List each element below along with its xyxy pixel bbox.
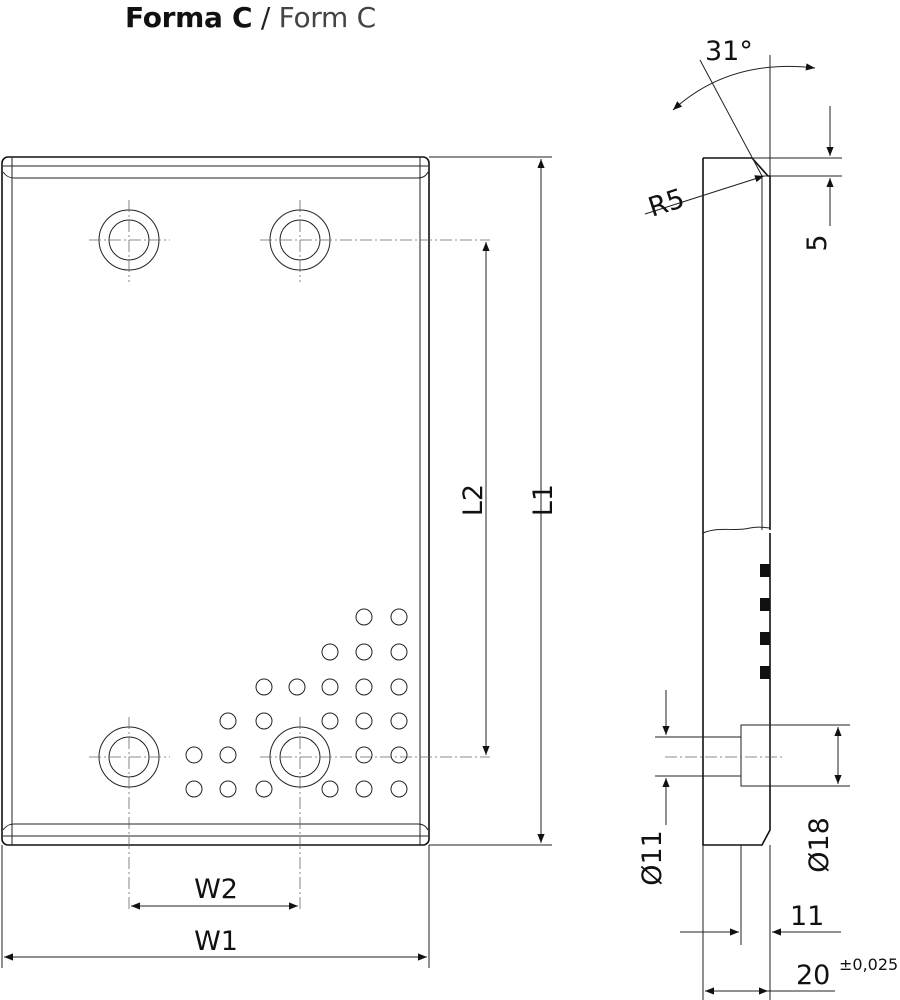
label-counterbore-diameter: Ø18: [804, 817, 835, 873]
label-thickness-tolerance: ±0,025: [839, 955, 898, 974]
dimension-l2: L2: [458, 242, 490, 755]
plate-outline: [1, 156, 430, 846]
dimension-radius: R5: [645, 175, 765, 224]
label-w1: W1: [194, 926, 238, 957]
dimension-w2: W2: [131, 874, 298, 910]
dimension-chamfer-height: 5: [752, 106, 842, 252]
front-view: L1 L2 W2 W1: [1, 156, 559, 968]
plate-edge-top: [11, 157, 421, 845]
plate-bevel-lines: [2, 171, 429, 831]
dimension-thickness: 20 ±0,025: [705, 955, 898, 995]
label-l2: L2: [458, 484, 489, 516]
lubrication-pockets: [185, 608, 408, 798]
title-separator: /: [260, 1, 271, 34]
label-angle: 31°: [705, 36, 753, 67]
dimension-counterbore: Ø18: [770, 724, 850, 873]
mounting-hole-top-right: [260, 200, 490, 282]
dimension-bore: Ø11: [637, 690, 703, 886]
drawing-title: Forma C / Form C: [125, 1, 376, 34]
title-light: Form C: [278, 1, 376, 34]
side-body-lower: [702, 533, 771, 846]
mounting-hole-bottom-right: [260, 717, 490, 912]
side-view: 31° R5 5 Ø11 Ø18: [637, 36, 898, 1000]
mounting-hole-bottom-left: [89, 717, 170, 912]
side-body-upper: [702, 157, 771, 533]
break-line: [702, 526, 771, 534]
label-l1: L1: [528, 484, 559, 516]
plate-bevel-lines-inner: [3, 165, 428, 837]
dimension-l1: L1: [429, 156, 559, 846]
label-w2: W2: [194, 874, 238, 905]
label-radius: R5: [645, 183, 689, 224]
dimension-angle: 31°: [672, 36, 816, 177]
dimension-counterbore-depth: 11: [680, 845, 841, 1000]
counterbore-section: [703, 724, 771, 787]
label-bore-diameter: Ø11: [637, 830, 668, 886]
label-chamfer-height: 5: [802, 234, 833, 251]
label-thickness: 20: [796, 960, 830, 991]
dimension-w1: W1: [1, 845, 430, 968]
side-grease-pockets: [760, 564, 770, 679]
title-bold: Forma C: [125, 1, 253, 34]
label-counterbore-depth: 11: [790, 901, 824, 932]
mounting-hole-top-left: [89, 200, 170, 282]
